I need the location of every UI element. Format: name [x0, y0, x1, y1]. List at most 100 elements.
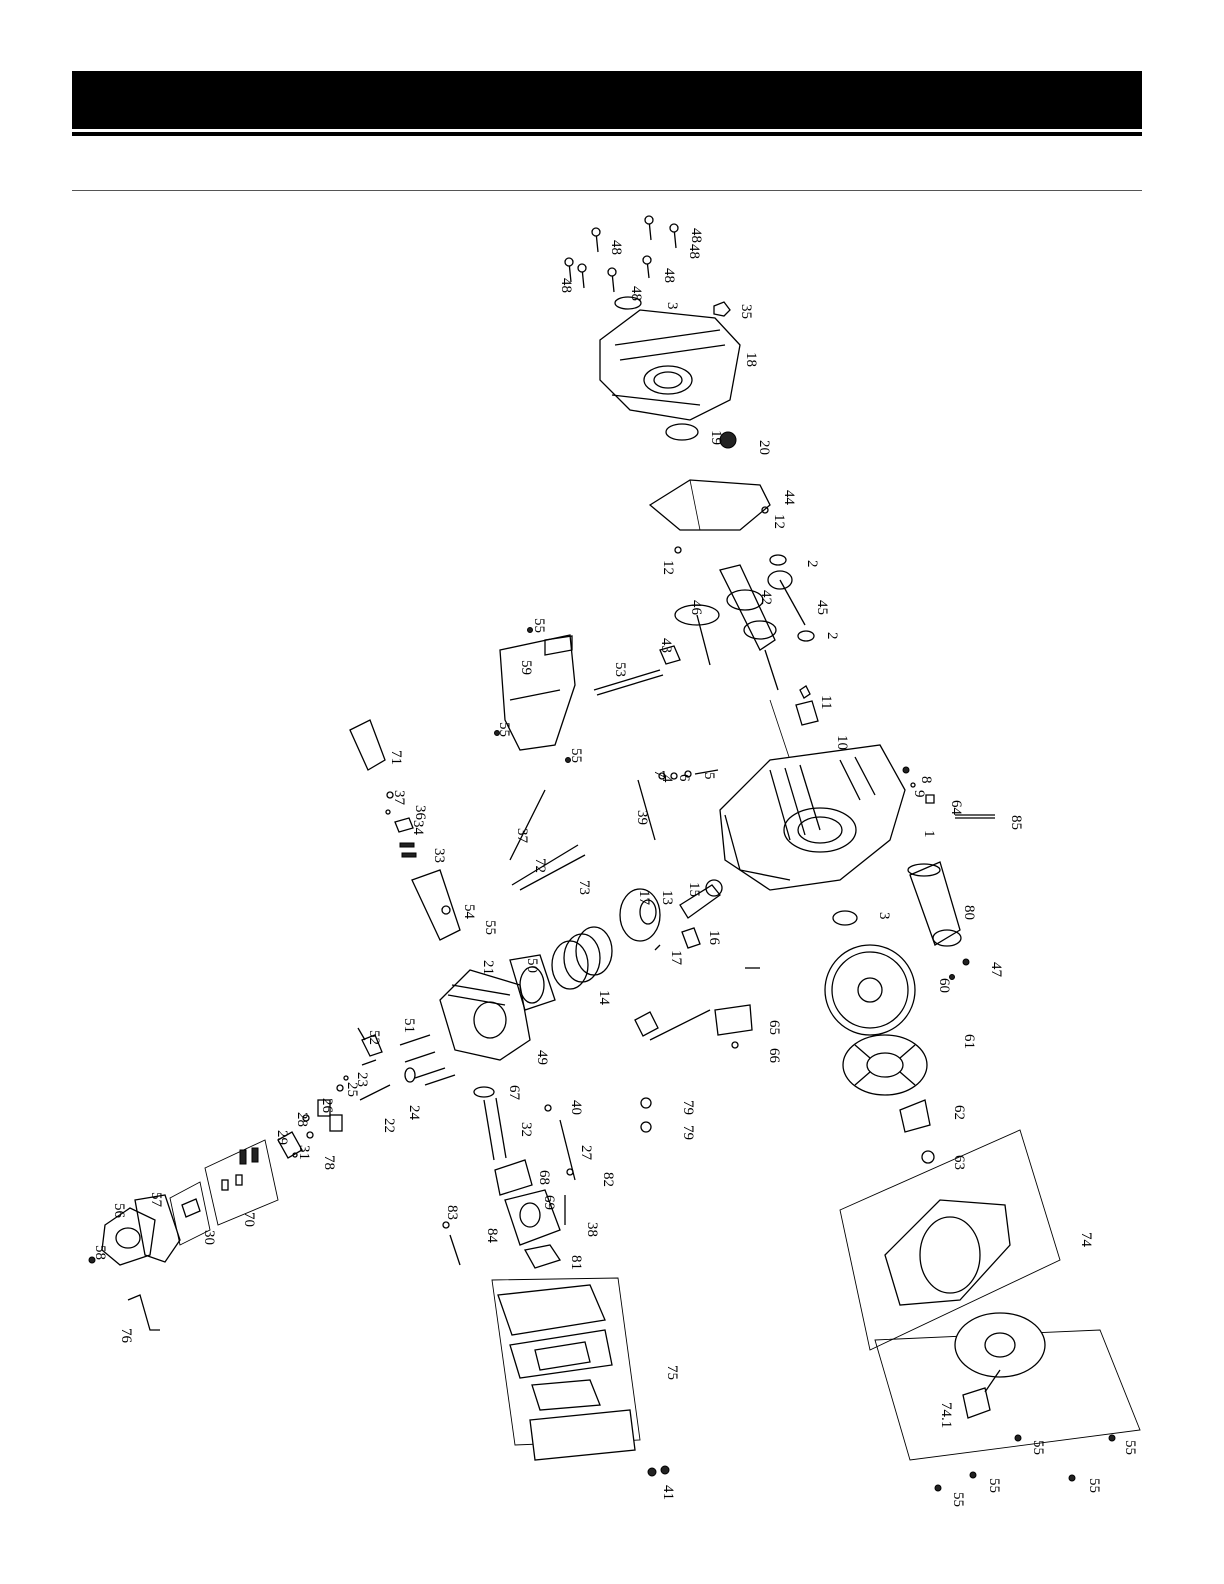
screw-58	[88, 1256, 96, 1264]
callout-36: 36	[412, 805, 428, 821]
section-title-bar	[72, 71, 1142, 129]
callout-3: 3	[876, 912, 892, 920]
callout-62: 62	[951, 1105, 967, 1120]
callout-44: 44	[781, 490, 797, 506]
callout-58: 58	[92, 1245, 108, 1260]
rocker-29	[277, 1131, 303, 1159]
callout-76: 76	[118, 1328, 134, 1344]
screw-55b	[494, 730, 500, 736]
hose-84	[449, 1234, 461, 1266]
studs-32	[483, 1097, 507, 1161]
callout-85: 85	[1008, 815, 1024, 830]
callout-20: 20	[756, 440, 772, 455]
callout-22: 22	[381, 1118, 397, 1133]
callout-56: 56	[111, 1203, 127, 1219]
crankcase-1	[719, 744, 906, 891]
plug-8	[902, 766, 910, 774]
spark-plug-52	[357, 1027, 383, 1057]
deflector-54	[411, 869, 461, 941]
part-36	[385, 809, 391, 815]
callout-18: 18	[743, 352, 759, 367]
callout-43: 43	[658, 638, 674, 653]
callout-25: 25	[344, 1082, 360, 1097]
callout-35: 35	[738, 304, 754, 319]
callout-17: 17	[636, 890, 652, 906]
callout-10: 10	[834, 735, 850, 750]
callout-9: 9	[911, 790, 927, 798]
callout-70: 70	[241, 1212, 257, 1227]
screws-55-blower	[934, 1434, 1116, 1492]
part-25	[343, 1075, 349, 1081]
balance-shaft-45	[767, 570, 806, 626]
recoil-starter	[874, 1312, 1141, 1461]
dowel-12a	[674, 546, 682, 554]
callout-80: 80	[961, 905, 977, 920]
callout-45: 45	[814, 600, 830, 615]
callout-28: 28	[294, 1112, 310, 1127]
callout-37: 37	[514, 828, 530, 844]
flywheel-nut-63	[921, 1150, 935, 1164]
cylinder-head-21	[439, 969, 531, 1061]
governor-shaft-parts-4-7	[658, 769, 719, 780]
callout-24: 24	[406, 1105, 422, 1121]
part-28	[302, 1114, 310, 1122]
callout-55: 55	[950, 1492, 966, 1507]
callout-21: 21	[480, 960, 496, 975]
air-cleaner-75	[491, 1277, 641, 1461]
clamp-82	[566, 1168, 574, 1176]
callout-19: 19	[708, 430, 724, 445]
nut-41b	[660, 1465, 670, 1475]
part-23	[336, 1084, 344, 1092]
callout-26: 26	[319, 1098, 335, 1114]
callout-49: 49	[534, 1050, 550, 1065]
callout-1: 1	[921, 830, 937, 838]
clamp-83	[442, 1221, 450, 1229]
callout-83: 83	[444, 1205, 460, 1220]
section-divider	[72, 190, 1142, 191]
callout-32: 32	[518, 1122, 534, 1137]
callout-78: 78	[321, 1155, 337, 1170]
gasket-44	[648, 479, 771, 531]
cylinder-shroud-59	[499, 634, 576, 751]
callout-74-1: 74.1	[938, 1402, 954, 1428]
callout-75: 75	[664, 1365, 680, 1380]
callout-59: 59	[518, 660, 534, 675]
oil-seal-3	[614, 296, 642, 310]
part-37b	[386, 791, 394, 799]
callout-53: 53	[612, 662, 628, 677]
callout-69: 69	[541, 1195, 557, 1210]
governor-rod-39	[637, 779, 656, 841]
piston-rings-14	[551, 926, 613, 990]
starter-motor-80	[907, 861, 962, 947]
callout-63: 63	[951, 1155, 967, 1170]
nut-41a	[647, 1467, 657, 1477]
callout-68: 68	[536, 1170, 552, 1185]
callout-47: 47	[988, 962, 1004, 978]
gasket-67	[473, 1086, 495, 1098]
callout-67: 67	[506, 1085, 522, 1101]
callout-71: 71	[388, 750, 404, 765]
callout-2: 2	[824, 632, 840, 640]
callout-55: 55	[1122, 1440, 1138, 1455]
callout-3: 3	[664, 302, 680, 310]
crankcase-cover-18	[599, 309, 741, 421]
group-70	[204, 1139, 279, 1226]
pushrod-53b	[596, 674, 664, 696]
callout-48: 48	[628, 286, 644, 301]
camshaft-46	[674, 604, 720, 666]
callout-33: 33	[431, 848, 447, 863]
governor-11	[799, 685, 811, 699]
callout-48: 48	[686, 244, 702, 259]
gear-20	[719, 431, 737, 449]
cover-gasket-57	[134, 1194, 181, 1263]
head-bolts-51	[399, 1034, 456, 1086]
bearing-2b	[797, 630, 815, 642]
callout-79: 79	[680, 1100, 696, 1115]
spring-37	[509, 789, 546, 861]
callout-12: 12	[660, 560, 676, 575]
callout-79: 79	[680, 1125, 696, 1140]
crankshaft-42	[719, 564, 779, 691]
callout-38: 38	[584, 1222, 600, 1237]
tappet-43	[659, 645, 681, 665]
callout-8: 8	[918, 776, 934, 784]
